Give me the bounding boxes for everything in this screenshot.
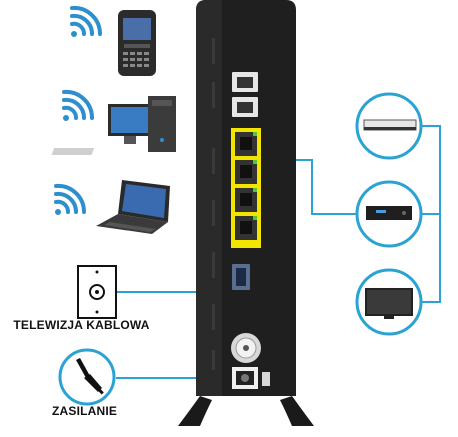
coax-wall-plate-icon	[77, 265, 117, 319]
set-top-box-flat-icon	[355, 92, 423, 160]
wifi-icon	[54, 183, 87, 215]
wifi-icon	[62, 89, 95, 121]
lan-port-4	[235, 216, 257, 240]
router-side-shade	[196, 0, 222, 396]
router-vents	[212, 38, 215, 370]
power-label: ZASILANIE	[52, 404, 118, 418]
smartphone-icon	[118, 10, 156, 76]
lan-port-2	[235, 160, 257, 184]
lan-port-3	[235, 188, 257, 212]
router	[178, 0, 314, 426]
router-stand-right	[280, 396, 314, 426]
router-stand-left	[178, 396, 212, 426]
lan-ports	[231, 128, 261, 248]
usb-port	[232, 264, 250, 290]
tv-screen-icon	[355, 268, 423, 336]
lan-port-1	[235, 132, 257, 156]
cable-tv-label: TELEWIZJA KABLOWA	[13, 318, 150, 332]
power-jack	[232, 367, 270, 389]
right-devices	[355, 92, 423, 336]
desktop-computer-icon	[51, 96, 176, 155]
phone-ports	[232, 72, 258, 117]
power-plug-icon	[58, 348, 116, 406]
laptop-icon	[96, 180, 170, 234]
set-top-box-icon	[355, 180, 423, 248]
coax-connector	[231, 333, 261, 363]
wifi-icon	[70, 5, 103, 37]
left-devices	[51, 5, 176, 406]
